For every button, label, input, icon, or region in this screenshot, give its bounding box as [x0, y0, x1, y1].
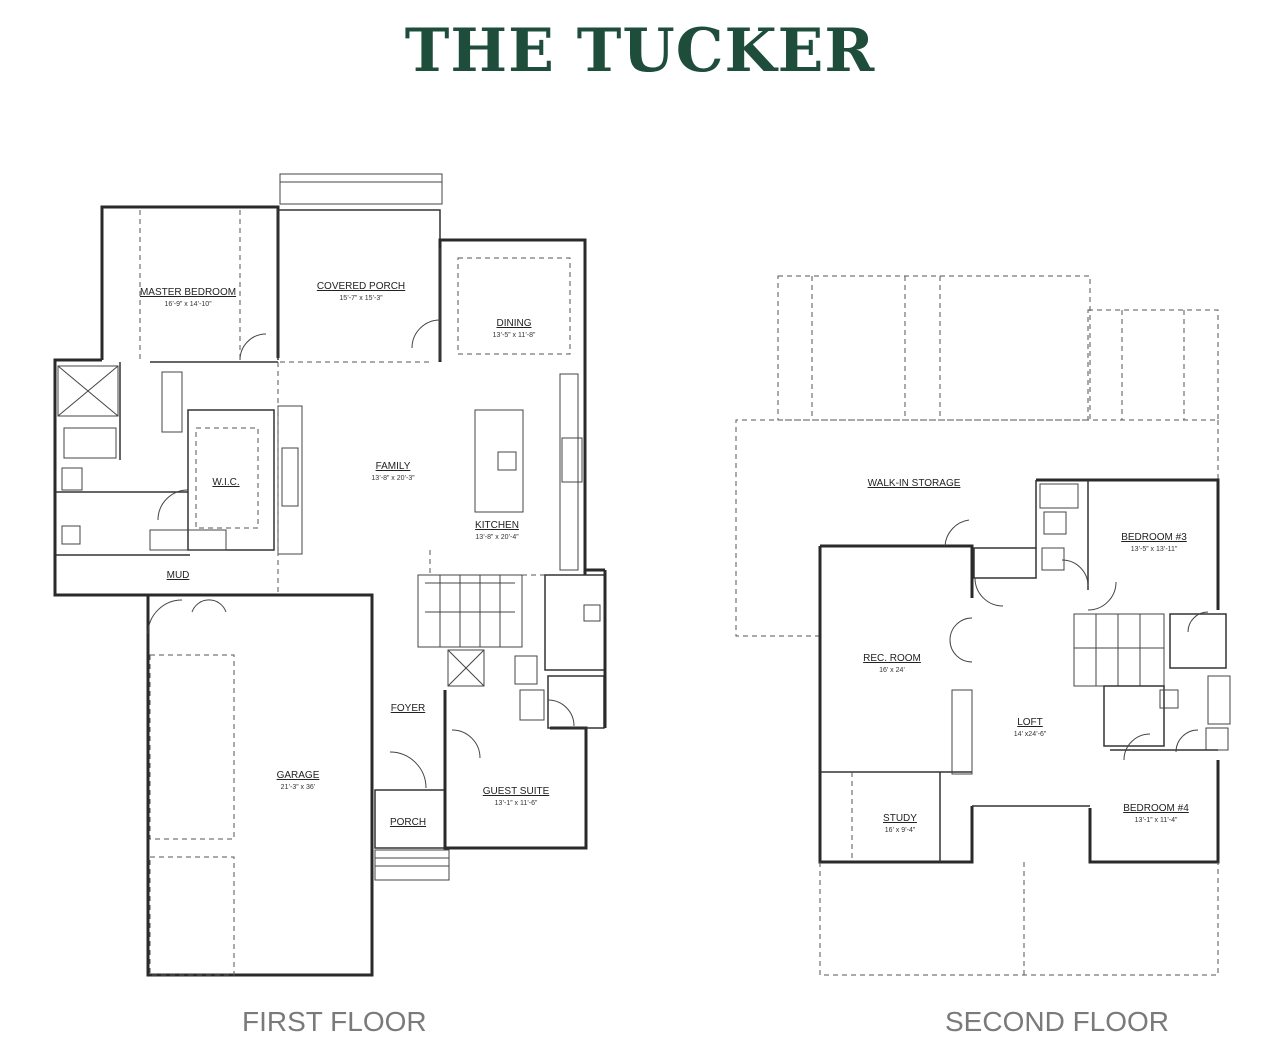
svg-text:BEDROOM #4: BEDROOM #4: [1123, 803, 1189, 814]
svg-text:13’-5” x 11’-8”: 13’-5” x 11’-8”: [493, 332, 536, 339]
svg-text:GARAGE: GARAGE: [277, 770, 320, 781]
svg-text:FAMILY: FAMILY: [376, 461, 411, 472]
room-dining: DINING 13’-5” x 11’-8”: [493, 318, 536, 339]
svg-text:13’-5” x 13’-11”: 13’-5” x 13’-11”: [1131, 546, 1178, 553]
svg-text:GUEST SUITE: GUEST SUITE: [483, 786, 550, 797]
plan-title: THE TUCKER: [404, 16, 876, 86]
svg-text:LOFT: LOFT: [1017, 717, 1043, 728]
svg-text:BEDROOM #3: BEDROOM #3: [1121, 532, 1187, 543]
room-study: STUDY 16’ x 9’-4”: [883, 813, 917, 834]
svg-text:DINING: DINING: [497, 318, 532, 329]
svg-text:16’ x 24’: 16’ x 24’: [879, 667, 905, 674]
room-loft: LOFT 14’ x24’-6”: [1014, 717, 1047, 738]
room-garage: GARAGE 21’-3” x 36’: [277, 770, 320, 791]
room-porch: PORCH: [390, 817, 426, 828]
room-master-bedroom: MASTER BEDROOM 16’-9” x 14’-10”: [140, 287, 236, 308]
svg-text:WALK-IN STORAGE: WALK-IN STORAGE: [868, 478, 961, 489]
room-bedroom-4: BEDROOM #4 13’-1” x 11’-4”: [1123, 803, 1189, 824]
svg-text:13’-1” x 11’-4”: 13’-1” x 11’-4”: [1135, 817, 1178, 824]
second-floor-plan: [735, 275, 1231, 976]
room-kitchen: KITCHEN 13’-8” x 20’-4”: [475, 520, 519, 541]
svg-text:15’-7” x 15’-3”: 15’-7” x 15’-3”: [339, 295, 383, 302]
room-family: FAMILY 13’-8” x 20’-3”: [371, 461, 415, 482]
svg-text:21’-3” x 36’: 21’-3” x 36’: [281, 784, 316, 791]
first-floor-label: FIRST FLOOR: [242, 1006, 427, 1037]
svg-text:MUD: MUD: [167, 570, 190, 581]
svg-text:14’ x24’-6”: 14’ x24’-6”: [1014, 731, 1047, 738]
svg-text:PORCH: PORCH: [390, 817, 426, 828]
room-guest-suite: GUEST SUITE 13’-1” x 11’-6”: [483, 786, 550, 807]
svg-text:STUDY: STUDY: [883, 813, 917, 824]
room-wic: W.I.C.: [212, 477, 239, 488]
room-walk-in-storage: WALK-IN STORAGE: [868, 478, 961, 489]
svg-text:W.I.C.: W.I.C.: [212, 477, 239, 488]
svg-text:16’-9” x 14’-10”: 16’-9” x 14’-10”: [164, 301, 212, 308]
room-foyer: FOYER: [391, 703, 425, 714]
first-floor-plan: [53, 173, 607, 977]
svg-text:COVERED PORCH: COVERED PORCH: [317, 281, 405, 292]
svg-text:16’ x 9’-4”: 16’ x 9’-4”: [885, 827, 916, 834]
svg-text:MASTER BEDROOM: MASTER BEDROOM: [140, 287, 236, 298]
svg-text:13’-8” x 20’-3”: 13’-8” x 20’-3”: [371, 475, 415, 482]
svg-text:FOYER: FOYER: [391, 703, 425, 714]
svg-text:REC. ROOM: REC. ROOM: [863, 653, 921, 664]
second-floor-label: SECOND FLOOR: [945, 1006, 1170, 1037]
room-covered-porch: COVERED PORCH 15’-7” x 15’-3”: [317, 281, 405, 302]
room-bedroom-3: BEDROOM #3 13’-5” x 13’-11”: [1121, 532, 1187, 553]
room-mud: MUD: [167, 570, 190, 581]
room-rec-room: REC. ROOM 16’ x 24’: [863, 653, 921, 674]
svg-text:13’-8” x 20’-4”: 13’-8” x 20’-4”: [475, 534, 519, 541]
svg-text:KITCHEN: KITCHEN: [475, 520, 519, 531]
svg-text:13’-1” x 11’-6”: 13’-1” x 11’-6”: [495, 800, 538, 807]
